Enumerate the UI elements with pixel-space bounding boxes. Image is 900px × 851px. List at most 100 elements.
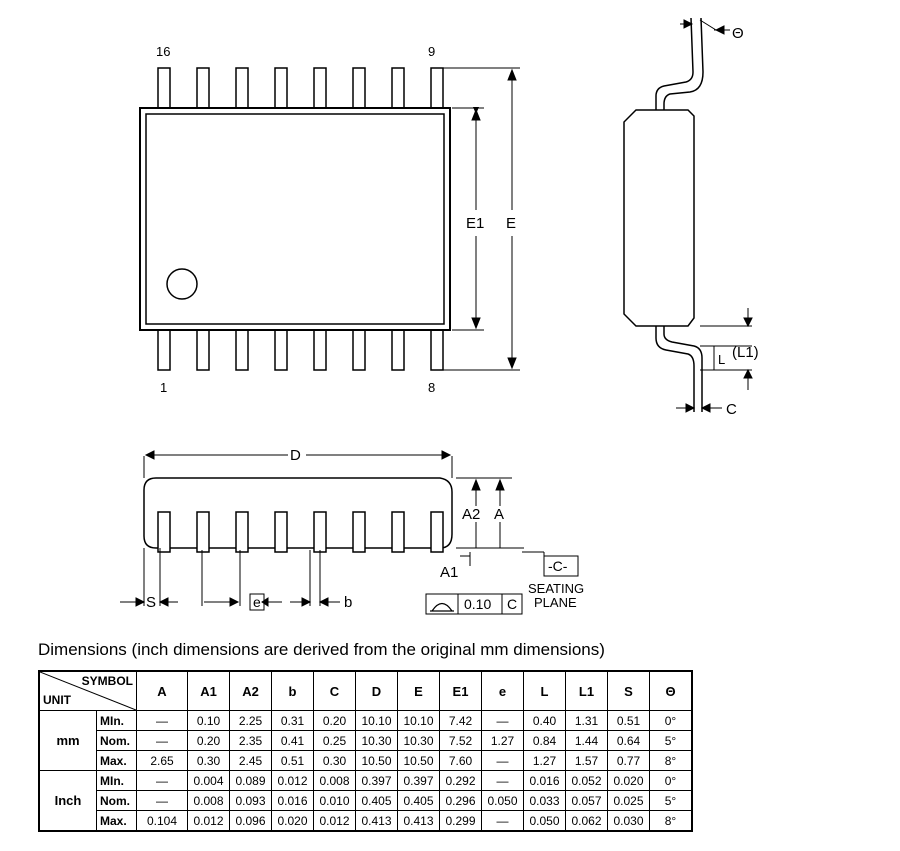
l-label: L	[718, 352, 725, 367]
table-cell: 0.10	[187, 710, 230, 731]
side-dimensions	[676, 19, 753, 413]
pin	[352, 329, 366, 371]
datum-box	[543, 555, 579, 577]
pin	[430, 329, 444, 371]
front-lead	[274, 511, 288, 553]
table-cell: 0.025	[607, 790, 650, 811]
pin	[274, 329, 288, 371]
dimensions-caption: Dimensions (inch dimensions are derived …	[38, 640, 605, 659]
table-cell: 0.052	[565, 770, 608, 791]
column-header: e	[481, 670, 524, 711]
table-cell: 10.10	[355, 710, 398, 731]
theta-label: Θ	[732, 25, 744, 42]
column-header: A	[136, 670, 188, 711]
table-cell: 10.30	[397, 730, 440, 751]
table-cell: 0.020	[607, 770, 650, 791]
pin	[196, 67, 210, 109]
pin-9-label: 9	[428, 44, 435, 59]
table-cell: 10.30	[355, 730, 398, 751]
table-cell: 0.299	[439, 810, 482, 832]
table-cell: 7.52	[439, 730, 482, 751]
side-body	[623, 109, 695, 327]
e-box	[249, 593, 265, 611]
table-cell: —	[136, 730, 188, 751]
table-cell: 0.030	[607, 810, 650, 832]
table-cell: —	[481, 710, 524, 731]
flatness-symbol-icon	[430, 602, 454, 612]
table-cell: 0.008	[313, 770, 356, 791]
table-cell: 0°	[649, 710, 693, 731]
unit-heading: UNIT	[43, 693, 71, 707]
seating-plane-line1: SEATING	[528, 581, 584, 596]
row-label: Nom.	[96, 790, 137, 811]
column-header: C	[313, 670, 356, 711]
front-lead	[391, 511, 405, 553]
top-pin-row	[157, 67, 444, 109]
table-cell: 0.096	[229, 810, 272, 832]
column-header: b	[271, 670, 314, 711]
table-cell: 1.44	[565, 730, 608, 751]
a2-label: A2	[462, 506, 480, 523]
table-cell: 0°	[649, 770, 693, 791]
row-label: Max.	[96, 750, 137, 771]
flatness-datum: C	[507, 596, 517, 612]
table-cell: 0.413	[355, 810, 398, 832]
column-header: L	[523, 670, 566, 711]
table-cell: 0.41	[271, 730, 314, 751]
pin-16-label: 16	[156, 44, 170, 59]
table-cell: 1.27	[481, 730, 524, 751]
pin	[391, 329, 405, 371]
side-lead-upper	[655, 17, 694, 110]
e-pitch-label: e	[253, 594, 261, 610]
front-lead	[235, 511, 249, 553]
pin	[235, 329, 249, 371]
table-cell: 0.413	[397, 810, 440, 832]
table-cell: 0.012	[187, 810, 230, 832]
package-outline-drawing: 16 9 1 8 E1 E	[120, 17, 759, 615]
table-cell: 10.10	[397, 710, 440, 731]
pin	[313, 329, 327, 371]
side-lead-lower-2	[663, 326, 703, 412]
pin	[430, 67, 444, 109]
table-cell: 0.51	[271, 750, 314, 771]
pin	[313, 67, 327, 109]
front-lead-row	[157, 511, 444, 553]
column-header: S	[607, 670, 650, 711]
table-cell: 0.405	[355, 790, 398, 811]
datum-label: -C-	[548, 558, 568, 574]
row-label: Max.	[96, 810, 137, 832]
table-cell: 0.010	[313, 790, 356, 811]
row-label: MIn.	[96, 710, 137, 731]
e1-dimension	[452, 107, 484, 331]
row-label: MIn.	[96, 770, 137, 791]
table-cell: 8°	[649, 750, 693, 771]
package-body-outer	[139, 107, 451, 331]
pin	[235, 67, 249, 109]
table-cell: 0.016	[523, 770, 566, 791]
table-cell: —	[481, 750, 524, 771]
pin	[196, 329, 210, 371]
table-cell: —	[481, 770, 524, 791]
unit-cell: Inch	[38, 770, 97, 832]
table-cell: 7.42	[439, 710, 482, 731]
table-cell: 0.30	[313, 750, 356, 771]
flatness-value: 0.10	[464, 596, 491, 612]
table-cell: 0.089	[229, 770, 272, 791]
column-header: A2	[229, 670, 272, 711]
seating-plane-line2: PLANE	[534, 595, 577, 610]
table-cell: 0.004	[187, 770, 230, 791]
side-lead-upper-2	[663, 17, 704, 110]
table-cell: 1.57	[565, 750, 608, 771]
table-cell: 0.292	[439, 770, 482, 791]
front-dimensions	[120, 450, 544, 607]
table-cell: 0.008	[187, 790, 230, 811]
pin-8-label: 8	[428, 380, 435, 395]
row-label: Nom.	[96, 730, 137, 751]
table-cell: 0.020	[271, 810, 314, 832]
front-body	[143, 477, 453, 549]
